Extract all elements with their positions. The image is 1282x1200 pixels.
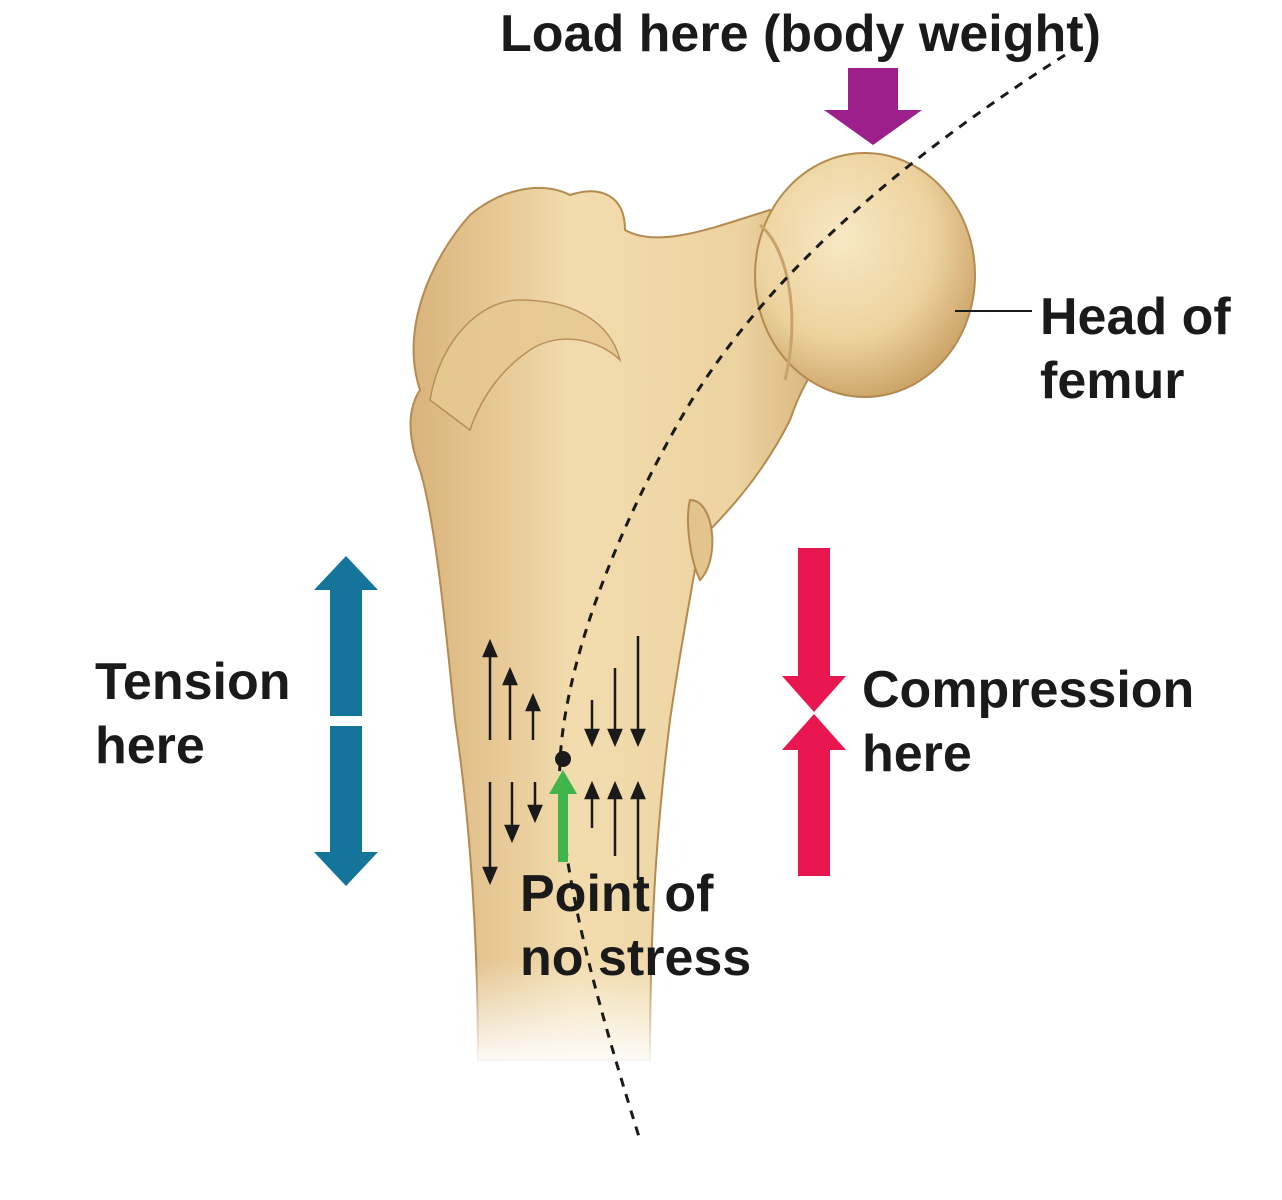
no-stress-arrow bbox=[549, 770, 577, 862]
head-neck-ridge bbox=[759, 223, 794, 381]
stress-arrow-up-icon bbox=[525, 692, 541, 740]
no-stress-point bbox=[555, 751, 571, 767]
stress-arrow-down-icon bbox=[482, 782, 498, 886]
stress-arrow-up-icon bbox=[502, 666, 518, 740]
internal-stress-arrows bbox=[482, 636, 646, 886]
compression-label-line1: Compression bbox=[862, 661, 1195, 719]
femur-bone bbox=[409, 152, 976, 1070]
no-stress-label-line1: Point of bbox=[520, 865, 714, 923]
neutral-axis-dashed-line bbox=[558, 53, 1066, 1141]
stress-arrow-down-icon bbox=[584, 700, 600, 748]
load-label: Load here (body weight) bbox=[500, 5, 1101, 63]
stress-arrow-down-icon bbox=[504, 782, 520, 844]
lesser-trochanter bbox=[687, 498, 714, 582]
stress-arrow-down-icon bbox=[527, 782, 543, 824]
tension-arrow-down bbox=[314, 726, 378, 886]
compression-arrow bbox=[782, 548, 846, 876]
stress-arrow-up-icon bbox=[584, 780, 600, 828]
head-label-line1: Head of bbox=[1040, 288, 1231, 346]
no-stress-label: Point of no stress bbox=[520, 862, 751, 990]
head-label-line2: femur bbox=[1040, 352, 1185, 410]
no-stress-label-line2: no stress bbox=[520, 929, 752, 987]
stress-arrow-up-icon bbox=[482, 638, 498, 740]
stress-arrow-up-icon bbox=[630, 780, 646, 880]
tension-arrow-up bbox=[314, 556, 378, 716]
shaft-fade bbox=[440, 960, 680, 1070]
tension-label-line1: Tension bbox=[95, 653, 291, 711]
tension-arrow bbox=[314, 556, 378, 886]
compression-arrow-down bbox=[782, 548, 846, 712]
tension-label-line2: here bbox=[95, 717, 205, 775]
femur-head bbox=[754, 152, 976, 398]
compression-label-line2: here bbox=[862, 725, 972, 783]
head-of-femur-label: Head of femur bbox=[1040, 285, 1231, 413]
compression-label: Compression here bbox=[862, 658, 1194, 786]
stress-arrow-down-icon bbox=[607, 668, 623, 748]
load-arrow bbox=[824, 68, 922, 145]
stress-arrow-up-icon bbox=[607, 780, 623, 856]
stress-arrow-down-icon bbox=[630, 636, 646, 748]
compression-arrow-up bbox=[782, 714, 846, 876]
tension-label: Tension here bbox=[95, 650, 290, 778]
greater-trochanter bbox=[429, 299, 622, 432]
